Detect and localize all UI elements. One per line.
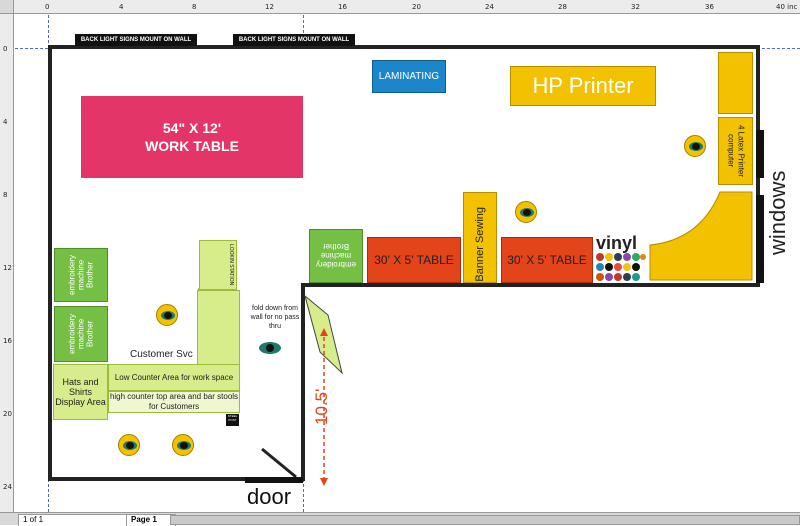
hp-printer[interactable]: HP Printer [510,66,656,106]
latex-printer-label: 4 Latex Printer [736,124,746,178]
vinyl-label: vinyl [596,233,638,253]
ruler-label: 0 [3,45,8,53]
lookin-station[interactable]: LOOKIN STATION [199,240,237,290]
dimension-label: 10.5' [312,388,331,425]
embroidery-machine-left-top[interactable]: embroidery machine Brother [54,248,108,302]
embroidery-machine-left-bottom[interactable]: embroidery machine Brother [54,306,108,362]
bottom-status-bar: 1 of 1 Page 1 [0,512,800,526]
work-table-size: 54" X 12' [162,120,222,136]
ruler-label: 4 [119,3,124,11]
ruler-label: 28 [558,3,567,11]
printer-block[interactable] [718,52,753,114]
windows-label: windows [765,170,790,255]
laminating-area[interactable]: LAMINATING [372,60,446,93]
embroidery-machine-right[interactable]: embroidery machine Brother [309,229,363,283]
chair-icon[interactable] [172,434,194,456]
horizontal-scrollbar[interactable] [170,515,800,525]
customer-svc-label: Customer Svc [130,349,193,360]
banner-sewing-label: Banner Sewing [474,207,486,282]
top-ruler [0,0,800,14]
stool-icon[interactable] [258,340,282,356]
hats-shirts-display[interactable]: Hats and Shirts Display Area [53,364,108,420]
work-table[interactable]: 54" X 12' WORK TABLE [81,96,303,178]
sign-left: BACK LIGHT SIGNS MOUNT ON WALL [75,34,197,46]
counter-vertical[interactable] [197,290,240,365]
high-counter-area[interactable]: high counter top area and bar stools for… [108,391,240,413]
ruler-label: 4 [3,118,8,126]
chair-icon[interactable] [684,135,706,157]
ruler-label: 8 [3,191,8,199]
vinyl-rolls-icon[interactable] [595,252,647,284]
fold-down-label: fold down from wall for no pass thru [250,305,300,330]
left-ruler [0,14,14,512]
ruler-label: 24 [3,483,12,491]
door-label: door [247,484,292,509]
ruler-label: 20 [412,3,421,11]
ruler-label: 12 [3,264,12,272]
sign-right: BACK LIGHT SIGNS MOUNT ON WALL [233,34,355,46]
chair-icon[interactable] [156,304,178,326]
table-30x5-b[interactable]: 30' X 5' TABLE [501,237,593,283]
ruler-label: 40 inc [776,3,798,11]
computer-label: computer [726,134,736,168]
low-counter-area[interactable]: Low Counter Area for work space [108,364,240,391]
ruler-label: 8 [192,3,197,11]
tab-page-1[interactable]: Page 1 [126,514,176,526]
ruler-label: 36 [705,3,714,11]
ruler-label: 24 [485,3,494,11]
latex-printer-block[interactable]: computer 4 Latex Printer [718,117,753,185]
chair-icon[interactable] [515,201,537,223]
steel-post: STEEL POST [226,414,239,426]
page-nav[interactable]: 1 of 1 [18,514,133,526]
ruler-label: 16 [3,337,12,345]
ruler-label: 0 [45,3,50,11]
ruler-label: 12 [265,3,274,11]
ruler-corner[interactable] [0,0,14,14]
ruler-label: 32 [631,3,640,11]
ruler-label: 20 [3,410,12,418]
banner-sewing-table[interactable]: Banner Sewing [463,192,497,283]
table-30x5-a[interactable]: 30' X 5' TABLE [367,237,461,283]
chair-icon[interactable] [118,434,140,456]
ruler-label: 16 [338,3,347,11]
work-table-label: WORK TABLE [145,138,239,154]
